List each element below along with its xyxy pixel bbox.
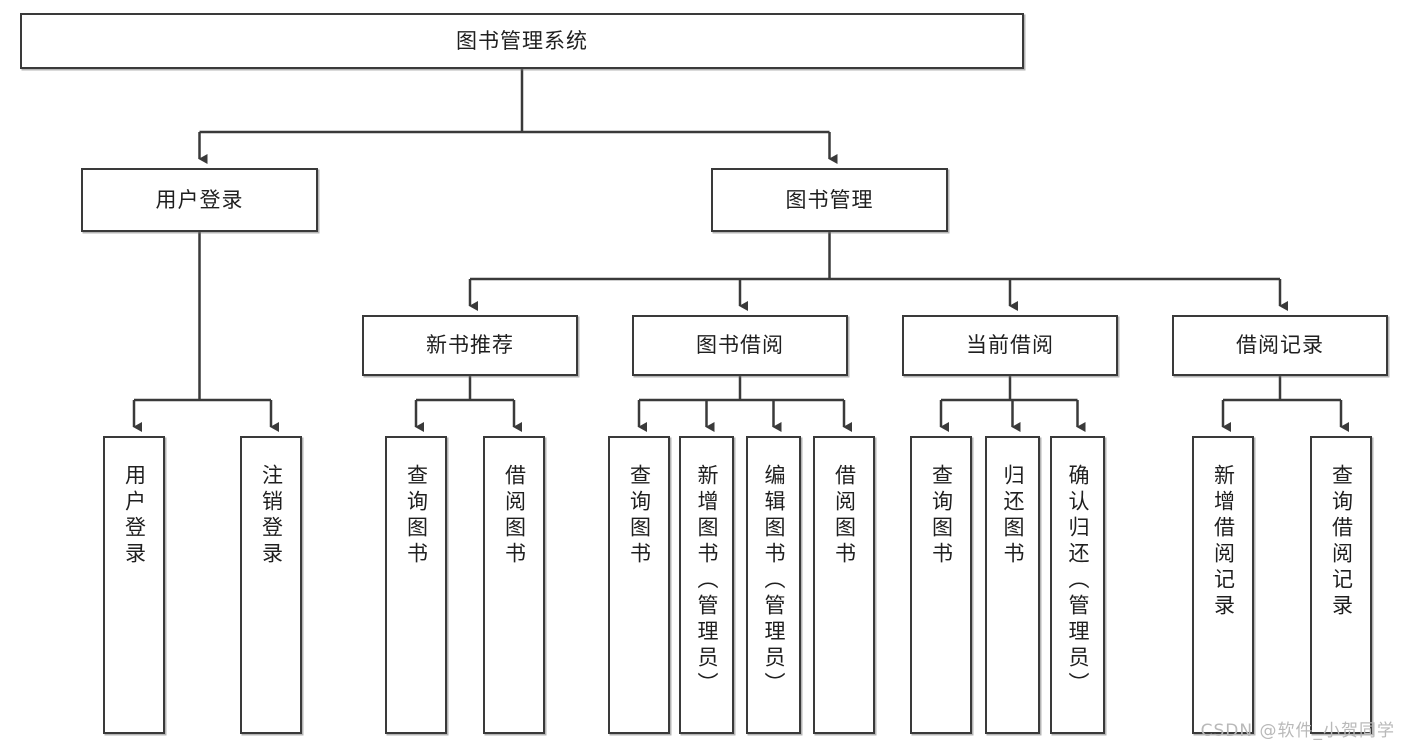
node-label: 新增图书（管理员）: [695, 464, 719, 698]
node-label: 借阅记录: [1236, 333, 1324, 358]
node-label: 查询图书: [627, 464, 652, 568]
node-label: 新增借阅记录: [1211, 464, 1236, 620]
node-leaf-bk-edit[interactable]: 编辑图书（管理员）: [746, 436, 801, 734]
node-label: 查询图书: [929, 464, 954, 568]
node-leaf-user-logout[interactable]: 注销登录: [240, 436, 302, 734]
node-leaf-cur-confirm[interactable]: 确认归还（管理员）: [1050, 436, 1105, 734]
node-leaf-bk-borrow[interactable]: 借阅图书: [813, 436, 875, 734]
node-label: 注销登录: [259, 464, 284, 568]
node-label: 图书管理系统: [456, 28, 588, 53]
node-leaf-cur-return[interactable]: 归还图书: [985, 436, 1040, 734]
node-login[interactable]: 用户登录: [81, 168, 318, 232]
node-newbook[interactable]: 新书推荐: [362, 315, 578, 376]
node-records[interactable]: 借阅记录: [1172, 315, 1388, 376]
node-label: 借阅图书: [832, 464, 857, 568]
node-label: 新书推荐: [426, 333, 514, 358]
node-label: 归还图书: [1001, 464, 1025, 568]
node-label: 图书借阅: [696, 333, 784, 358]
node-leaf-cur-query[interactable]: 查询图书: [910, 436, 972, 734]
node-leaf-nb-borrow[interactable]: 借阅图书: [483, 436, 545, 734]
node-bookmgmt[interactable]: 图书管理: [711, 168, 948, 232]
node-leaf-rec-query[interactable]: 查询借阅记录: [1310, 436, 1372, 734]
node-borrow[interactable]: 图书借阅: [632, 315, 848, 376]
node-leaf-rec-add[interactable]: 新增借阅记录: [1192, 436, 1254, 734]
watermark: CSDN @软件_小贺同学: [1200, 721, 1395, 741]
node-label: 用户登录: [155, 187, 244, 212]
node-label: 用户登录: [122, 464, 147, 568]
node-label: 编辑图书（管理员）: [762, 464, 786, 698]
node-label: 当前借阅: [966, 333, 1054, 358]
node-label: 确认归还（管理员）: [1066, 464, 1090, 698]
node-leaf-user-login[interactable]: 用户登录: [103, 436, 165, 734]
node-current[interactable]: 当前借阅: [902, 315, 1118, 376]
node-leaf-bk-query[interactable]: 查询图书: [608, 436, 670, 734]
node-label: 借阅图书: [502, 464, 527, 568]
node-label: 查询借阅记录: [1329, 464, 1354, 620]
node-leaf-bk-add[interactable]: 新增图书（管理员）: [679, 436, 734, 734]
node-leaf-nb-query[interactable]: 查询图书: [385, 436, 447, 734]
node-label: 查询图书: [404, 464, 429, 568]
node-root[interactable]: 图书管理系统: [20, 13, 1024, 69]
node-label: 图书管理: [785, 187, 874, 212]
